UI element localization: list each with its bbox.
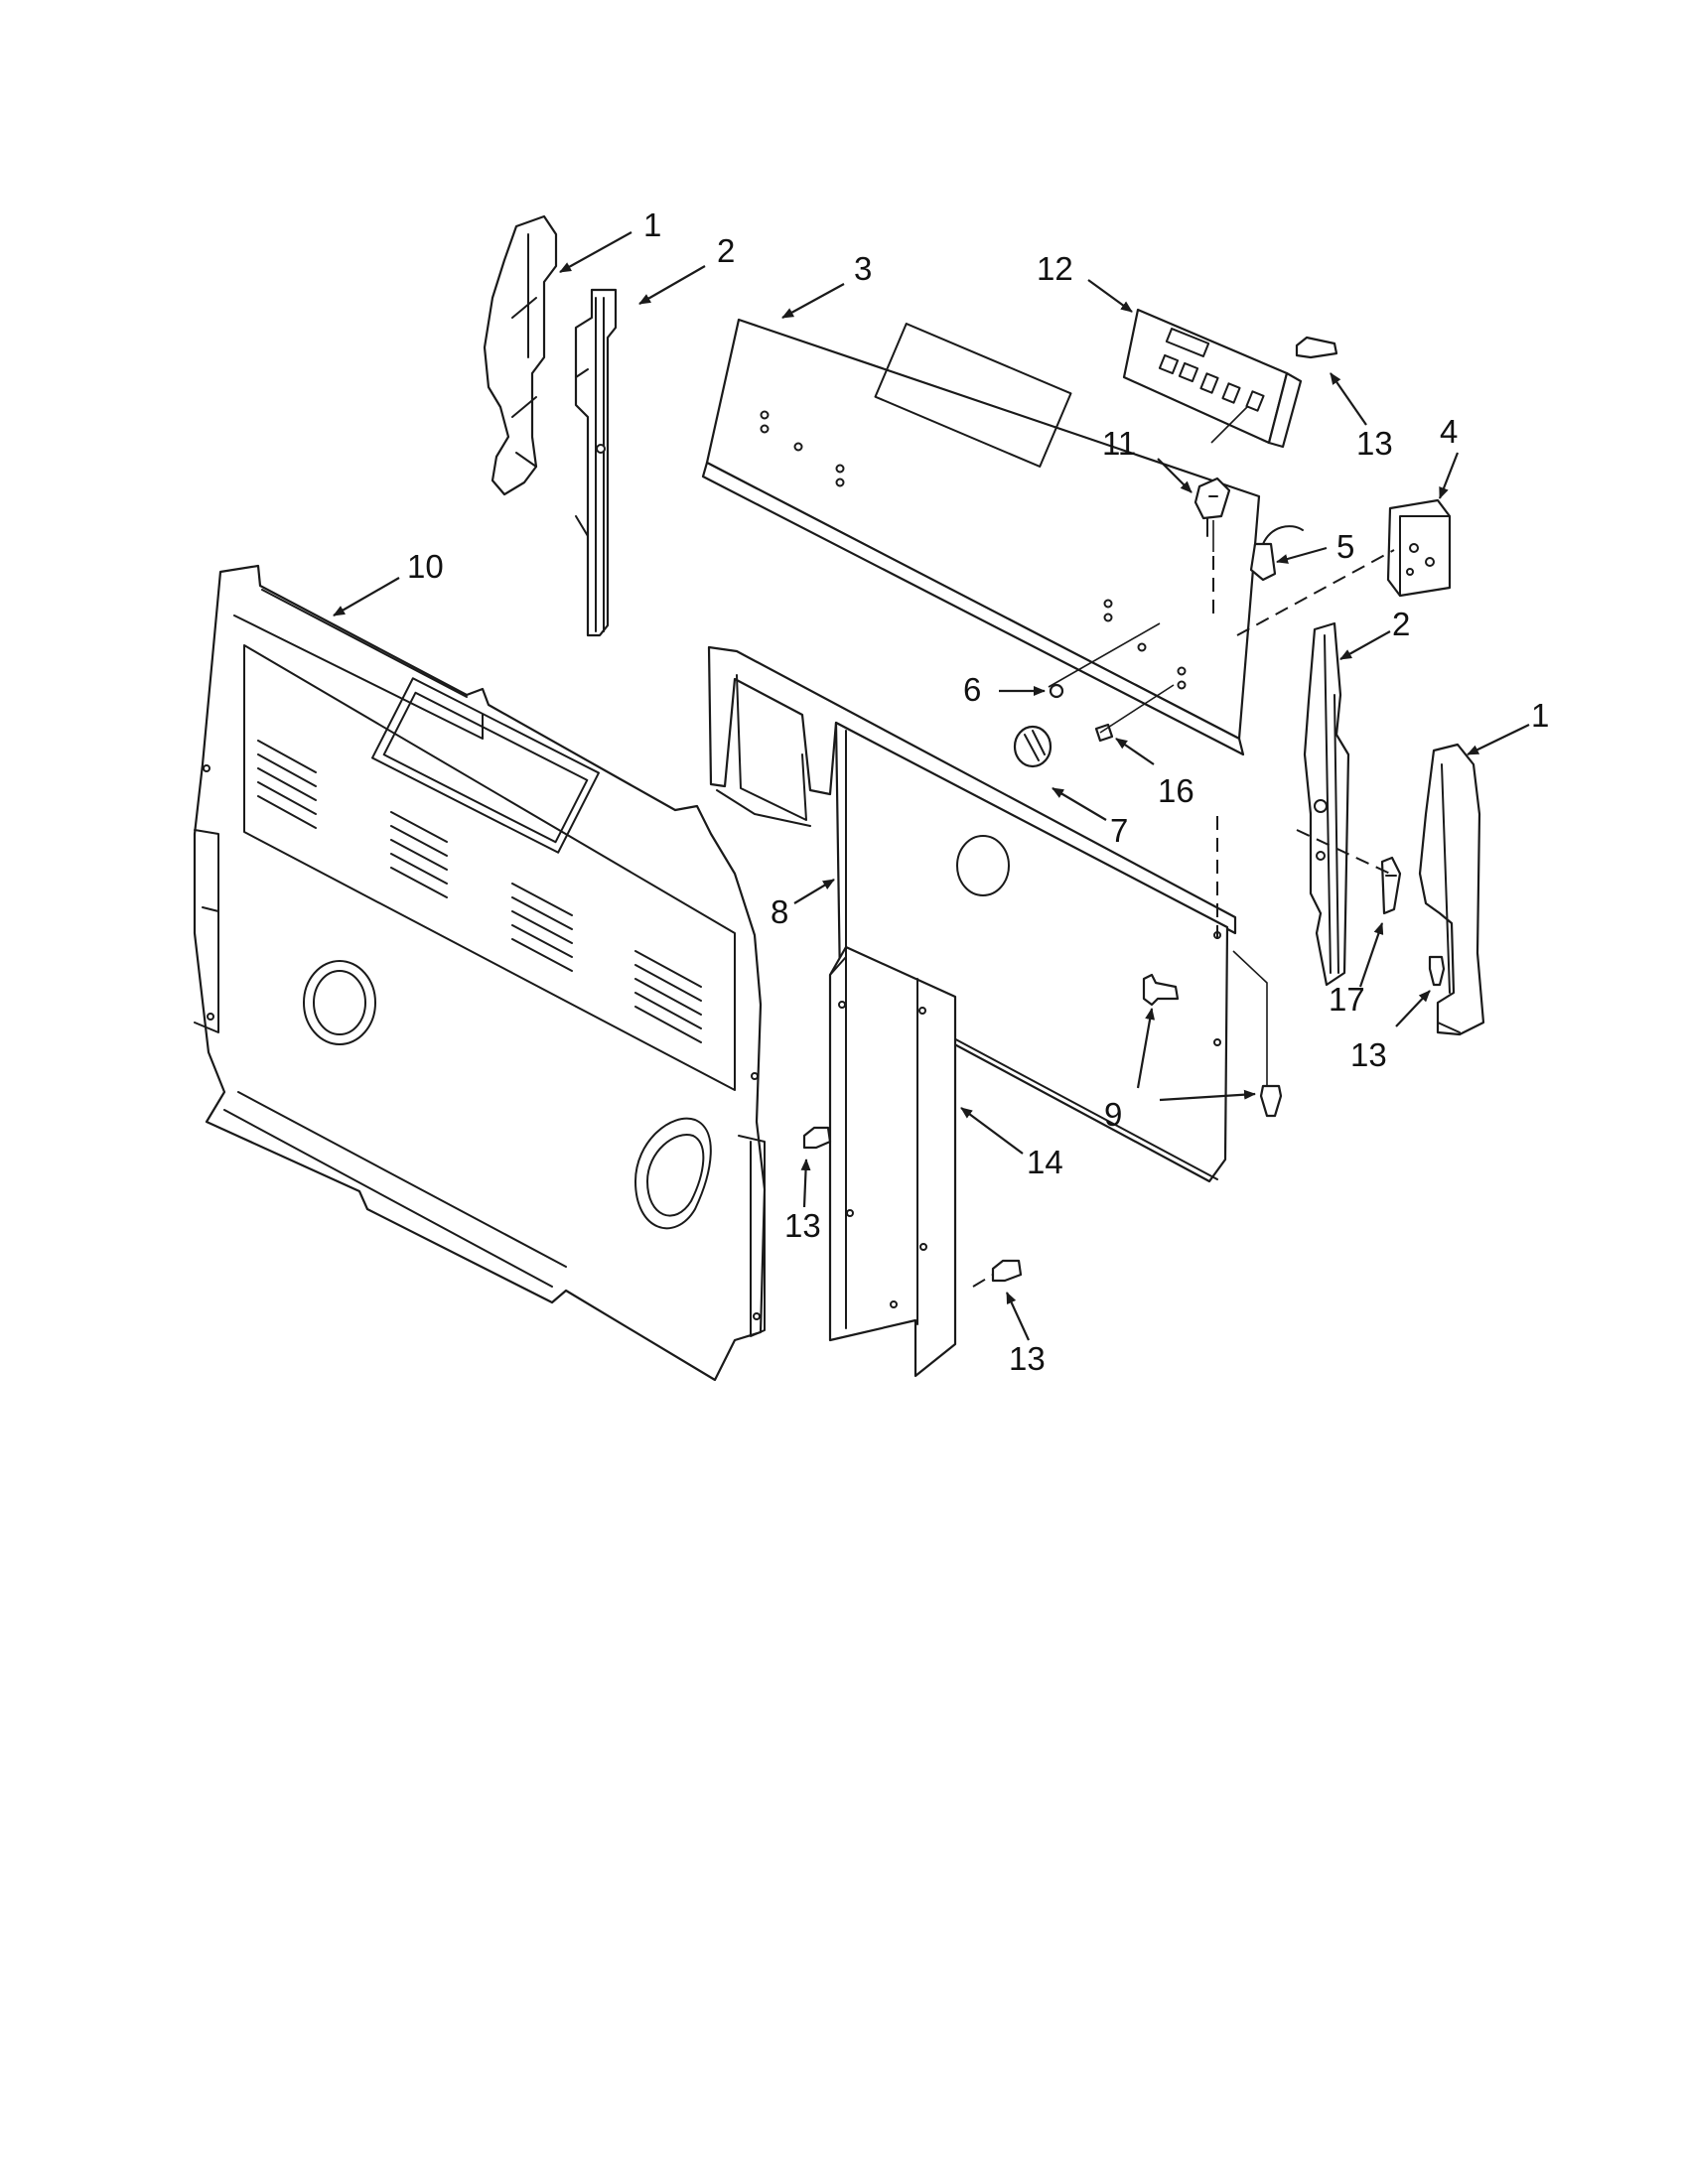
callout-13-top: 13 bbox=[1356, 425, 1393, 462]
callout-3: 3 bbox=[854, 250, 872, 287]
assembly-line bbox=[1048, 622, 1175, 734]
backguard-support bbox=[707, 645, 1237, 1183]
callout-6: 6 bbox=[963, 671, 981, 708]
callout-16: 16 bbox=[1158, 772, 1194, 809]
leader-9b bbox=[1159, 1089, 1256, 1102]
screw-16 bbox=[1094, 723, 1114, 743]
assembly-line bbox=[1236, 549, 1395, 636]
callout-4: 4 bbox=[1440, 413, 1458, 450]
callout-7: 7 bbox=[1110, 812, 1128, 849]
screw-9b bbox=[1259, 1084, 1283, 1118]
leader-1-left bbox=[559, 231, 632, 273]
center-channel bbox=[828, 945, 957, 1378]
switch bbox=[1193, 477, 1231, 537]
leader-3 bbox=[781, 283, 845, 319]
sensor-wire bbox=[1249, 525, 1304, 582]
control-panel bbox=[701, 318, 1261, 756]
leader-13c bbox=[800, 1159, 811, 1208]
leader-14 bbox=[960, 1107, 1024, 1155]
screw-13a bbox=[1295, 336, 1338, 359]
leader-11 bbox=[1157, 458, 1193, 493]
callout-8: 8 bbox=[771, 893, 788, 930]
assembly-line bbox=[1210, 406, 1248, 444]
callout-12: 12 bbox=[1037, 250, 1073, 287]
leader-13d bbox=[1006, 1292, 1030, 1341]
hole-plug bbox=[1049, 683, 1064, 699]
terminal-block bbox=[1386, 498, 1452, 598]
end-cap-right bbox=[1418, 743, 1485, 1036]
screw-13c bbox=[802, 1126, 832, 1150]
screw-9a bbox=[1142, 973, 1180, 1007]
knob bbox=[1013, 725, 1052, 768]
callout-1-right: 1 bbox=[1531, 697, 1549, 734]
callout-17: 17 bbox=[1329, 981, 1365, 1018]
leader-2-right bbox=[1339, 630, 1391, 660]
leader-8 bbox=[793, 879, 835, 904]
leader-1-right bbox=[1467, 724, 1530, 755]
leader-5 bbox=[1276, 546, 1328, 564]
callout-14: 14 bbox=[1027, 1144, 1063, 1180]
leader-7 bbox=[1052, 787, 1107, 821]
callout-9: 9 bbox=[1104, 1096, 1122, 1133]
assembly-line bbox=[972, 1274, 994, 1288]
screw-13b bbox=[1428, 955, 1446, 987]
leader-9a bbox=[1136, 1008, 1156, 1089]
bracket-left bbox=[574, 288, 618, 637]
callout-2-right: 2 bbox=[1392, 606, 1410, 642]
callout-1-left: 1 bbox=[643, 206, 661, 243]
callout-5: 5 bbox=[1336, 528, 1354, 565]
leader-4 bbox=[1438, 452, 1460, 499]
callout-13-left: 13 bbox=[784, 1207, 821, 1244]
leader-13b bbox=[1395, 990, 1431, 1027]
screw-13d bbox=[991, 1259, 1023, 1283]
callout-13-right: 13 bbox=[1350, 1036, 1387, 1073]
callout-10: 10 bbox=[407, 548, 444, 585]
leader-12 bbox=[1087, 279, 1133, 313]
display-control bbox=[1122, 308, 1303, 449]
callout-11: 11 bbox=[1102, 425, 1136, 462]
callout-13-bottom: 13 bbox=[1009, 1340, 1046, 1377]
leader-2-left bbox=[638, 265, 706, 305]
rear-panel bbox=[193, 564, 767, 1382]
clip bbox=[1380, 856, 1402, 915]
leader-13a bbox=[1330, 372, 1367, 426]
assembly-line bbox=[1232, 950, 1268, 1086]
callout-2-left: 2 bbox=[717, 232, 735, 269]
leader-10 bbox=[333, 577, 400, 616]
bracket-right bbox=[1303, 621, 1350, 987]
leader-17 bbox=[1358, 922, 1384, 988]
assembly-line bbox=[1296, 829, 1391, 875]
end-cap-left bbox=[483, 214, 558, 496]
leader-16 bbox=[1115, 738, 1155, 765]
